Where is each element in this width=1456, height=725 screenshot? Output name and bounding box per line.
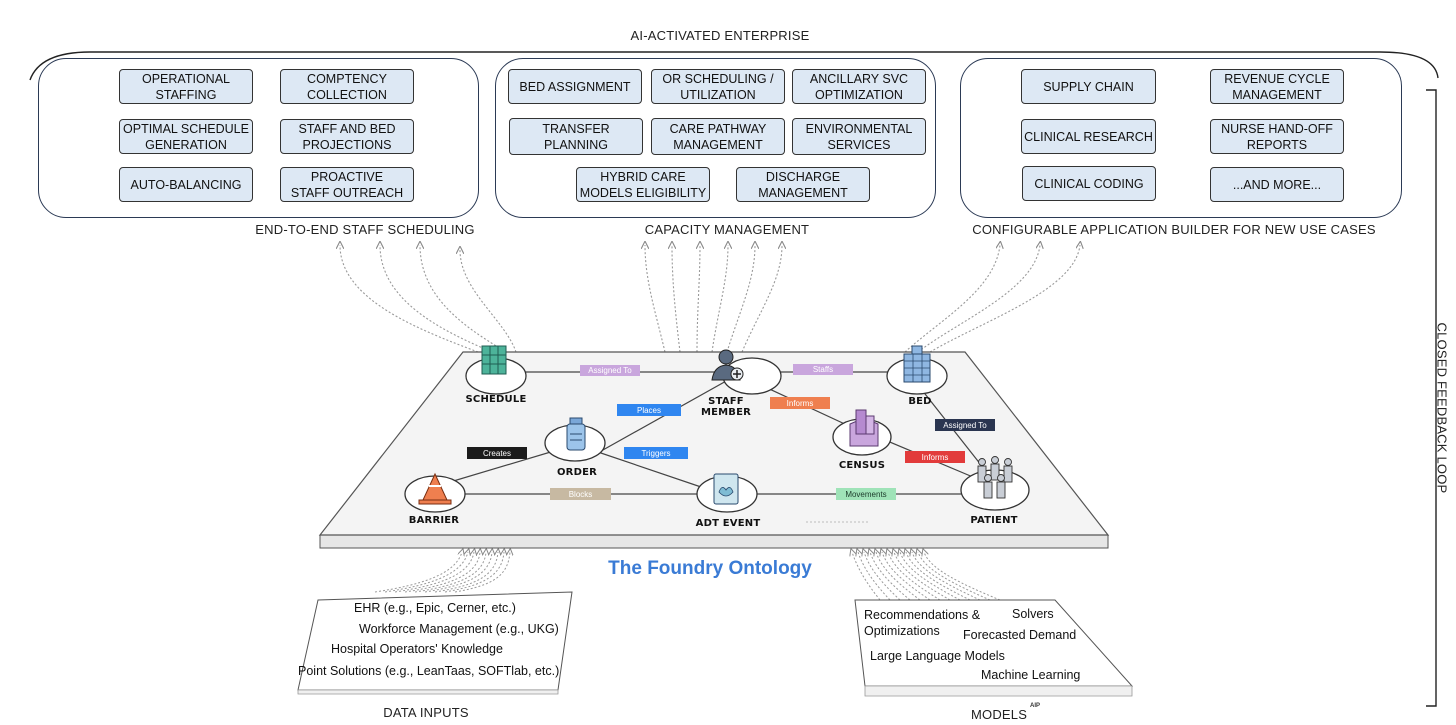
model-solvers: Solvers xyxy=(1012,607,1054,621)
transfer-planning-box: TRANSFER PLANNING xyxy=(509,118,643,155)
care-pathway-box: CARE PATHWAY MANAGEMENT xyxy=(651,118,785,155)
relation-staffs: Staffs xyxy=(812,365,834,374)
hybrid-care-box: HYBRID CARE MODELS ELIGIBILITY xyxy=(576,167,710,202)
relation-creates: Creates xyxy=(482,448,511,458)
relation-assigned-to-2: Assigned To xyxy=(943,420,987,430)
schedule-icon xyxy=(481,345,507,375)
revenue-cycle-box: REVENUE CYCLE MANAGEMENT xyxy=(1210,69,1344,104)
clinical-coding-box: CLINICAL CODING xyxy=(1022,166,1156,201)
and-more-box: ...AND MORE... xyxy=(1210,167,1344,202)
bed-assignment-box: BED ASSIGNMENT xyxy=(508,69,642,104)
competency-collection-box: COMPTENCY COLLECTION xyxy=(280,69,414,104)
barrier-icon xyxy=(418,472,452,505)
adt-event-icon xyxy=(713,473,739,505)
node-adt-event-label: ADT EVENT xyxy=(695,518,761,529)
model-forecasted-demand: Forecasted Demand xyxy=(963,628,1077,642)
patient-icon xyxy=(977,456,1013,499)
or-scheduling-box: OR SCHEDULING / UTILIZATION xyxy=(651,69,785,104)
node-barrier-label: BARRIER xyxy=(408,515,460,526)
optimal-schedule-box: OPTIMAL SCHEDULE GENERATION xyxy=(119,119,253,154)
relation-places: Places xyxy=(636,405,661,415)
capacity-management-caption: CAPACITY MANAGEMENT xyxy=(644,222,810,237)
staff-member-icon xyxy=(711,349,744,381)
models-caption: MODELS xyxy=(971,707,1028,722)
model-machine-learning: Machine Learning xyxy=(981,668,1081,682)
model-llm: Large Language Models xyxy=(870,649,1005,663)
data-input-workforce: Workforce Management (e.g., UKG) xyxy=(359,622,559,636)
data-inputs-caption: DATA INPUTS xyxy=(383,705,469,720)
data-input-point-solutions: Point Solutions (e.g., LeanTaas, SOFTlab… xyxy=(298,664,560,678)
node-schedule-label: SCHEDULE xyxy=(465,394,527,405)
relation-blocks: Blocks xyxy=(568,489,593,499)
staff-bed-projections-box: STAFF AND BED PROJECTIONS xyxy=(280,119,414,154)
discharge-management-box: DISCHARGE MANAGEMENT xyxy=(736,167,870,202)
node-patient-label: PATIENT xyxy=(970,515,1018,526)
order-icon xyxy=(566,417,586,451)
nurse-handoff-box: NURSE HAND-OFF REPORTS xyxy=(1210,119,1344,154)
model-recommendations: Recommendations & Optimizations xyxy=(864,608,981,638)
relation-informs-1: Informs xyxy=(786,398,814,408)
relation-assigned-to-1: Assigned To xyxy=(588,366,632,375)
data-input-ehr: EHR (e.g., Epic, Cerner, etc.) xyxy=(354,601,516,615)
census-icon xyxy=(849,409,879,447)
node-census-label: CENSUS xyxy=(838,460,886,471)
environmental-services-box: ENVIRONMENTAL SERVICES xyxy=(792,118,926,155)
bed-icon xyxy=(903,345,931,383)
relation-movements: Movements xyxy=(845,489,887,499)
clinical-research-box: CLINICAL RESEARCH xyxy=(1021,119,1156,154)
data-input-operators: Hospital Operators' Knowledge xyxy=(331,642,503,656)
relation-informs-2: Informs xyxy=(921,452,949,462)
operational-staffing-box: OPERATIONAL STAFFING xyxy=(119,69,253,104)
node-bed-label: BED xyxy=(908,396,932,407)
models-caption-mark: AIP xyxy=(1030,703,1041,709)
staff-scheduling-caption: END-TO-END STAFF SCHEDULING xyxy=(255,222,475,237)
node-order-label: ORDER xyxy=(556,467,598,478)
ontology-title: The Foundry Ontology xyxy=(608,558,812,579)
relation-triggers: Triggers xyxy=(641,448,671,458)
enterprise-title: AI-ACTIVATED ENTERPRISE xyxy=(630,28,810,43)
node-staff-member-label: STAFF MEMBER xyxy=(700,396,752,418)
supply-chain-box: SUPPLY CHAIN xyxy=(1021,69,1156,104)
app-builder-caption: CONFIGURABLE APPLICATION BUILDER FOR NEW… xyxy=(972,222,1376,237)
proactive-outreach-box: PROACTIVE STAFF OUTREACH xyxy=(280,167,414,202)
auto-balancing-box: AUTO-BALANCING xyxy=(119,167,253,202)
ancillary-svc-box: ANCILLARY SVC OPTIMIZATION xyxy=(792,69,926,104)
